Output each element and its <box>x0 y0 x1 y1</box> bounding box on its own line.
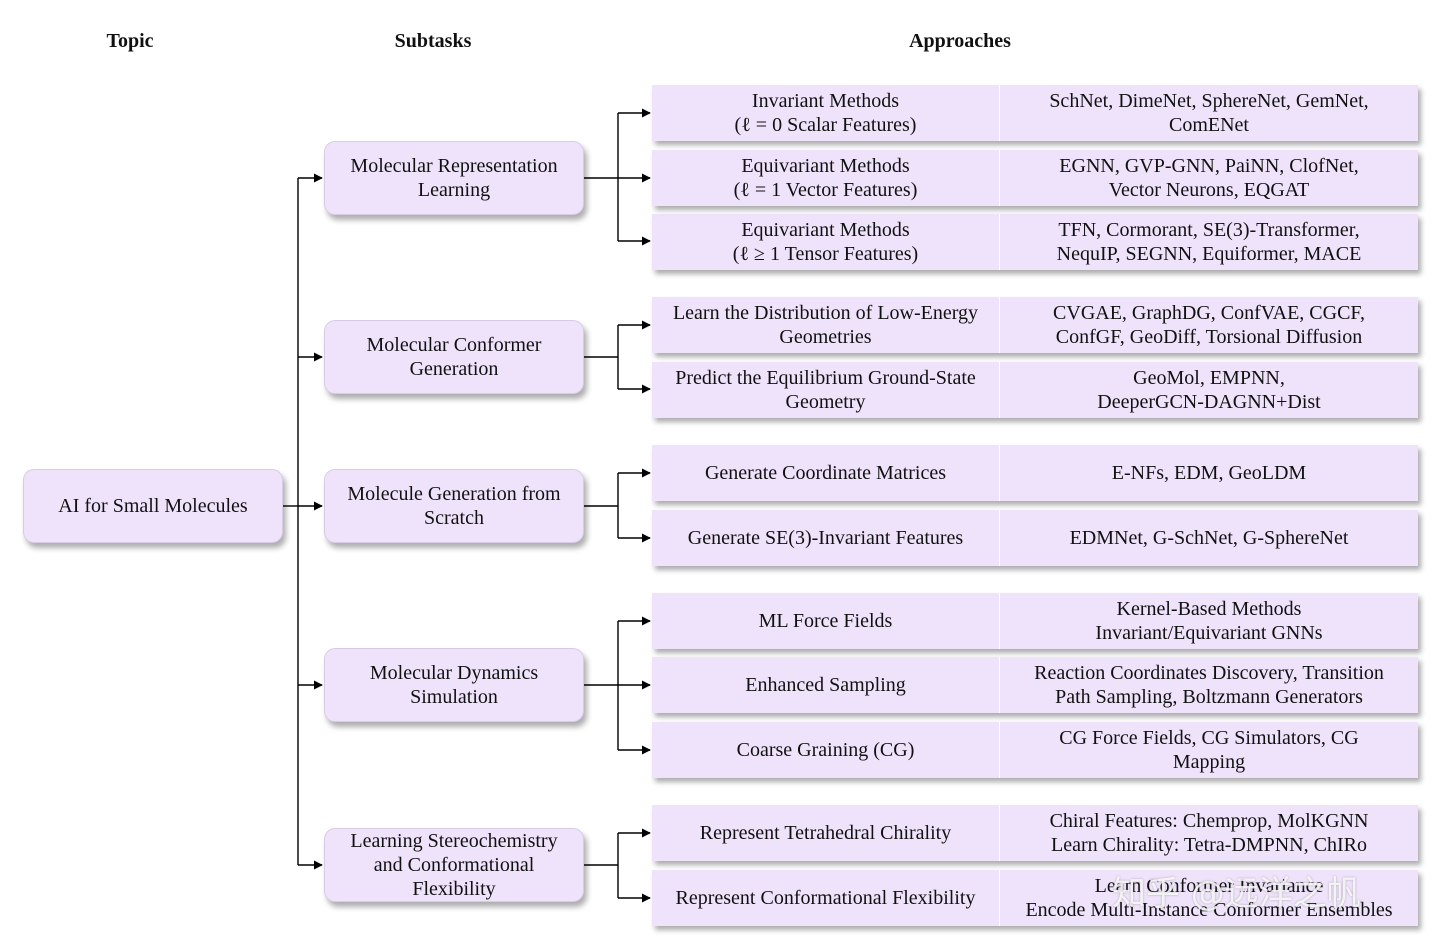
approach-row: Invariant Methods (ℓ = 0 Scalar Features… <box>652 85 1418 141</box>
approach-methods: CG Force Fields, CG Simulators, CG Mappi… <box>1059 727 1359 773</box>
approach-row: Predict the Equilibrium Ground-State Geo… <box>652 362 1418 418</box>
approach-name: Coarse Graining (CG) <box>652 722 1000 778</box>
approach-name: Equivariant Methods (ℓ ≥ 1 Tensor Featur… <box>652 214 1000 270</box>
header-approaches: Approaches <box>909 30 1011 52</box>
approach-methods: CVGAE, GraphDG, ConfVAE, CGCF, ConfGF, G… <box>1053 302 1365 348</box>
approach-row: Coarse Graining (CG) CG Force Fields, CG… <box>652 722 1418 778</box>
approach-name: Generate SE(3)-Invariant Features <box>652 510 1000 566</box>
approach-name: Learn the Distribution of Low-Energy Geo… <box>652 297 1000 353</box>
watermark-text: 知乎 @远洋之帆 <box>1112 874 1361 914</box>
approach-methods: TFN, Cormorant, SE(3)-Transformer, NequI… <box>1056 219 1362 265</box>
topic-node: AI for Small Molecules <box>23 469 283 543</box>
approach-methods: SchNet, DimeNet, SphereNet, GemNet, ComE… <box>1049 90 1369 136</box>
approach-row: Represent Tetrahedral Chirality Chiral F… <box>652 805 1418 861</box>
approach-row: Generate Coordinate Matrices E-NFs, EDM,… <box>652 445 1418 501</box>
approach-methods: EGNN, GVP-GNN, PaiNN, ClofNet, Vector Ne… <box>1059 155 1359 201</box>
approach-row: Learn the Distribution of Low-Energy Geo… <box>652 297 1418 353</box>
subtask-node-conformer-generation: Molecular Conformer Generation <box>324 320 584 394</box>
approach-methods: GeoMol, EMPNN, DeeperGCN-DAGNN+Dist <box>1097 367 1321 413</box>
approach-name: Enhanced Sampling <box>652 657 1000 713</box>
approach-methods: Reaction Coordinates Discovery, Transiti… <box>1034 662 1384 708</box>
approach-methods: Chiral Features: Chemprop, MolKGNN Learn… <box>1049 810 1369 856</box>
approach-methods: Learn Conformer Invariance Encode Multi-… <box>1025 875 1393 921</box>
approach-row: ML Force Fields Kernel-Based Methods Inv… <box>652 593 1418 649</box>
approach-name: Equivariant Methods (ℓ = 1 Vector Featur… <box>652 150 1000 206</box>
approach-methods: E-NFs, EDM, GeoLDM <box>1111 462 1307 484</box>
approach-row: Generate SE(3)-Invariant Features EDMNet… <box>652 510 1418 566</box>
approach-name: Represent Tetrahedral Chirality <box>652 805 1000 861</box>
subtask-node-generation-from-scratch: Molecule Generation from Scratch <box>324 469 584 543</box>
approach-methods: EDMNet, G-SchNet, G-SphereNet <box>1069 527 1349 549</box>
subtask-node-stereochemistry: Learning Stereochemistry and Conformatio… <box>324 828 584 902</box>
approach-row: Enhanced Sampling Reaction Coordinates D… <box>652 657 1418 713</box>
approach-methods: Kernel-Based Methods Invariant/Equivaria… <box>1095 598 1323 644</box>
header-subtasks: Subtasks <box>394 30 472 52</box>
approach-name: Represent Conformational Flexibility <box>652 870 1000 926</box>
subtask-node-dynamics-simulation: Molecular Dynamics Simulation <box>324 648 584 722</box>
approach-name: ML Force Fields <box>652 593 1000 649</box>
approach-row: Equivariant Methods (ℓ = 1 Vector Featur… <box>652 150 1418 206</box>
approach-name: Invariant Methods (ℓ = 0 Scalar Features… <box>652 85 1000 141</box>
approach-row: Represent Conformational Flexibility Lea… <box>652 870 1418 926</box>
subtask-node-representation-learning: Molecular Representation Learning <box>324 141 584 215</box>
header-topic: Topic <box>106 30 154 52</box>
approach-row: Equivariant Methods (ℓ ≥ 1 Tensor Featur… <box>652 214 1418 270</box>
approach-name: Predict the Equilibrium Ground-State Geo… <box>652 362 1000 418</box>
approach-name: Generate Coordinate Matrices <box>652 445 1000 501</box>
